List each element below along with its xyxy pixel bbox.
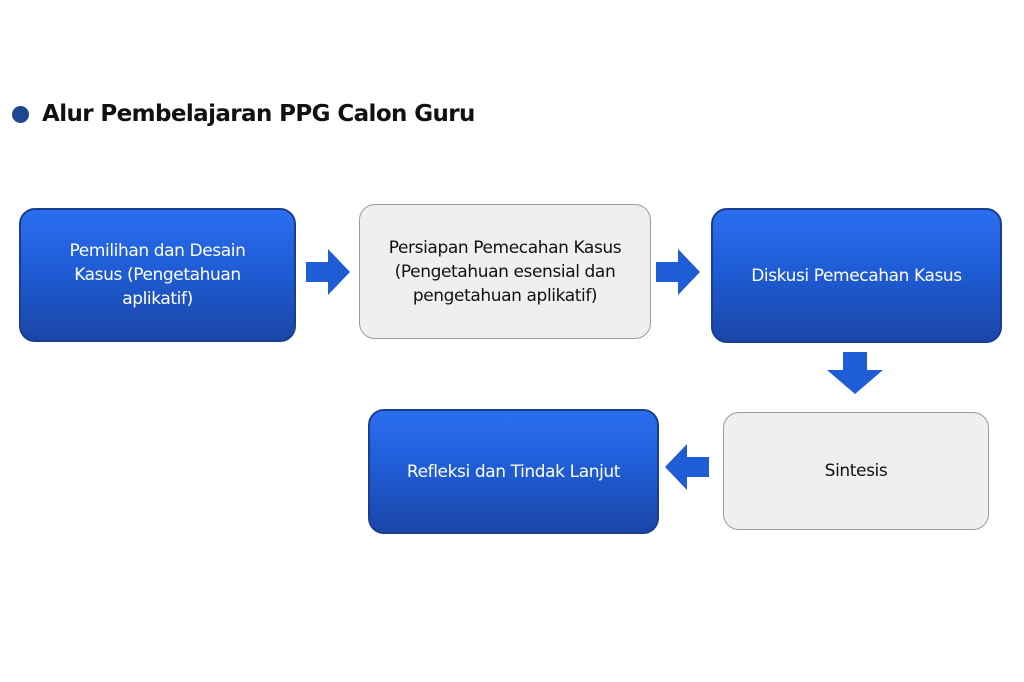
title-row: Alur Pembelajaran PPG Calon Guru — [12, 98, 475, 130]
step-label: Pemilihan dan Desain Kasus (Pengetahuan … — [69, 241, 246, 309]
step-label: Sintesis — [824, 461, 888, 481]
diagram-title: Alur Pembelajaran PPG Calon Guru — [42, 101, 475, 127]
arrow-left-icon — [665, 444, 709, 490]
step-label: Refleksi dan Tindak Lanjut — [406, 461, 621, 482]
arrow-right-icon — [306, 249, 350, 295]
arrow-down-icon — [827, 352, 883, 394]
step-persiapan-pemecahan-kasus: Persiapan Pemecahan Kasus (Pengetahuan e… — [359, 204, 651, 339]
bullet-icon — [12, 105, 29, 123]
arrow-right-icon — [656, 249, 700, 295]
step-label: Diskusi Pemecahan Kasus — [751, 265, 962, 286]
step-refleksi-tindak-lanjut: Refleksi dan Tindak Lanjut — [368, 409, 659, 534]
step-pemilihan-desain-kasus: Pemilihan dan Desain Kasus (Pengetahuan … — [19, 208, 296, 342]
step-diskusi-pemecahan-kasus: Diskusi Pemecahan Kasus — [711, 208, 1002, 343]
step-sintesis: Sintesis — [723, 412, 989, 530]
step-label: Persiapan Pemecahan Kasus (Pengetahuan e… — [388, 237, 622, 306]
